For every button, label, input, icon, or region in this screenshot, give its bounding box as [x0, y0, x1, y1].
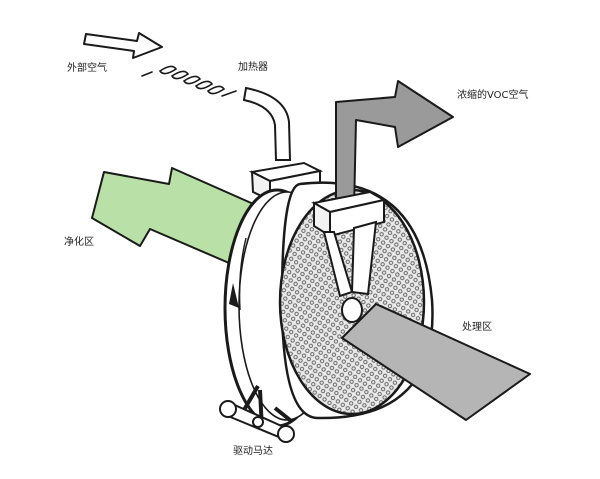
- drive-motor: [219, 384, 295, 443]
- outside-air-arrow: [83, 32, 163, 59]
- drive-motor-label: 驱动马达: [233, 446, 273, 457]
- heater-coil: [141, 65, 237, 97]
- voc-air-label: 浓缩的VOC空气: [457, 90, 529, 101]
- process-zone-label: 处理区: [462, 322, 492, 333]
- process-air-plate: [341, 303, 531, 421]
- purified-air-arrow: [91, 167, 259, 267]
- outside-air-label: 外部空气: [67, 63, 107, 74]
- heater-label: 加热器: [238, 62, 268, 73]
- hot-air-duct: [242, 86, 292, 161]
- desorption-hood: [311, 190, 387, 298]
- purified-zone-label: 净化区: [64, 237, 94, 248]
- voc-exhaust-duct: [335, 80, 454, 211]
